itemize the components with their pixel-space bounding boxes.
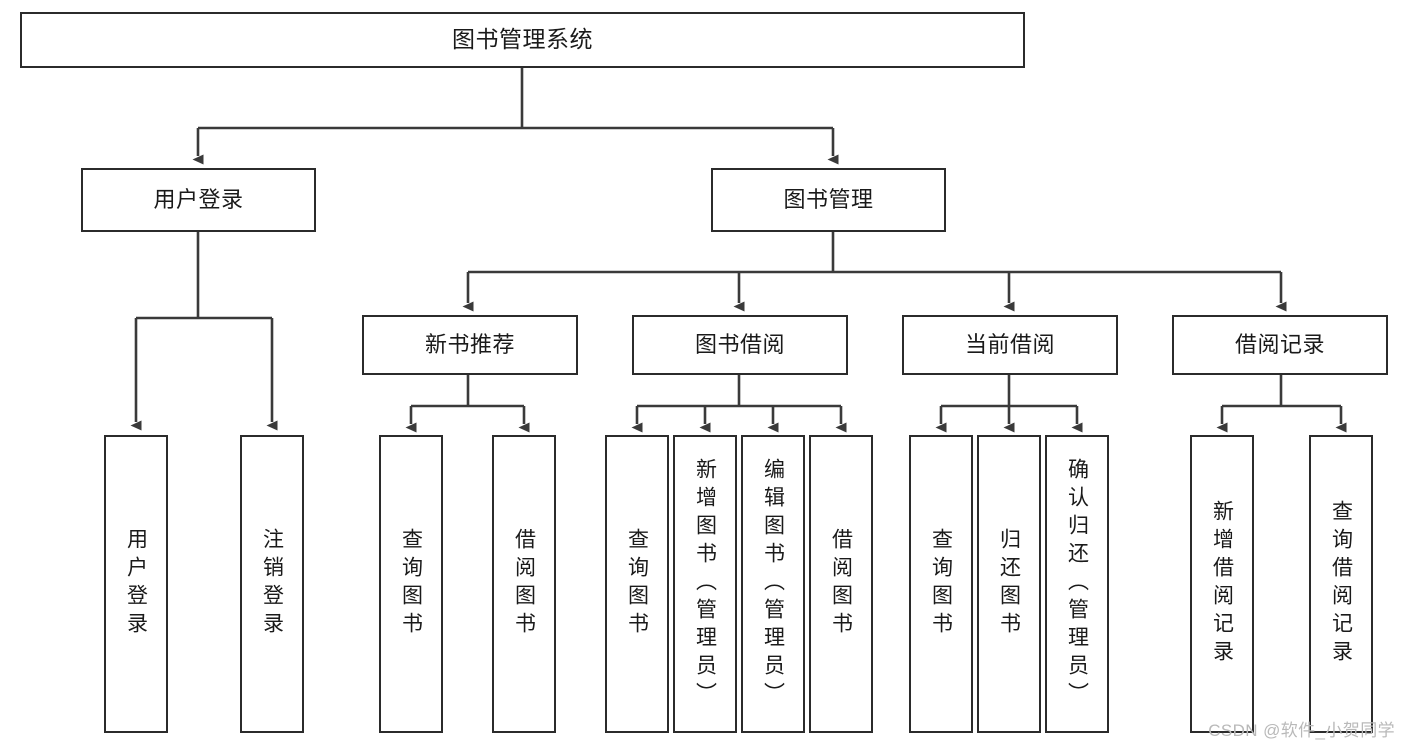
node-leaf-label: 新增借阅记录 [1210,500,1234,668]
node-leaf-borrow-record-add[interactable]: 新增借阅记录 [1190,435,1254,733]
node-leaf-new-book-query[interactable]: 查询图书 [379,435,443,733]
node-leaf-new-book-borrow[interactable]: 借阅图书 [492,435,556,733]
node-leaf-current-borrow-confirm-return[interactable]: 确认归还（管理员） [1045,435,1109,733]
watermark: CSDN @软件_小贺同学 [1208,721,1395,740]
node-root-label: 图书管理系统 [452,26,593,53]
node-leaf-book-borrow-edit[interactable]: 编辑图书（管理员） [741,435,805,733]
node-leaf-label: 借阅图书 [512,528,536,640]
node-leaf-borrow-record-query[interactable]: 查询借阅记录 [1309,435,1373,733]
node-leaf-label: 编辑图书（管理员） [761,458,785,710]
node-new-book-recommend[interactable]: 新书推荐 [362,315,578,375]
node-current-borrow-label: 当前借阅 [964,332,1055,358]
node-leaf-label: 确认归还（管理员） [1065,458,1089,710]
node-leaf-label: 新增图书（管理员） [693,458,717,710]
node-leaf-label: 归还图书 [997,528,1021,640]
node-borrow-record-label: 借阅记录 [1234,332,1325,358]
node-leaf-label: 查询图书 [929,528,953,640]
node-leaf-book-borrow-add[interactable]: 新增图书（管理员） [673,435,737,733]
node-leaf-label: 借阅图书 [829,528,853,640]
node-leaf-label: 用户登录 [124,528,148,640]
node-book-management[interactable]: 图书管理 [711,168,946,232]
node-borrow-record[interactable]: 借阅记录 [1172,315,1388,375]
node-leaf-user-login-signin[interactable]: 用户登录 [104,435,168,733]
node-leaf-label: 注销登录 [260,528,284,640]
node-new-book-recommend-label: 新书推荐 [424,332,515,358]
node-root-book-management-system[interactable]: 图书管理系统 [20,12,1025,68]
node-leaf-current-borrow-query[interactable]: 查询图书 [909,435,973,733]
node-book-borrow[interactable]: 图书借阅 [632,315,848,375]
node-leaf-current-borrow-return[interactable]: 归还图书 [977,435,1041,733]
node-current-borrow[interactable]: 当前借阅 [902,315,1118,375]
node-leaf-label: 查询借阅记录 [1329,500,1353,668]
node-leaf-book-borrow-borrow[interactable]: 借阅图书 [809,435,873,733]
node-leaf-user-login-signout[interactable]: 注销登录 [240,435,304,733]
node-leaf-label: 查询图书 [625,528,649,640]
node-book-management-label: 图书管理 [783,187,874,213]
node-book-borrow-label: 图书借阅 [694,332,785,358]
node-leaf-book-borrow-query[interactable]: 查询图书 [605,435,669,733]
node-leaf-label: 查询图书 [399,528,423,640]
node-user-login-label: 用户登录 [153,187,244,213]
node-user-login[interactable]: 用户登录 [81,168,316,232]
